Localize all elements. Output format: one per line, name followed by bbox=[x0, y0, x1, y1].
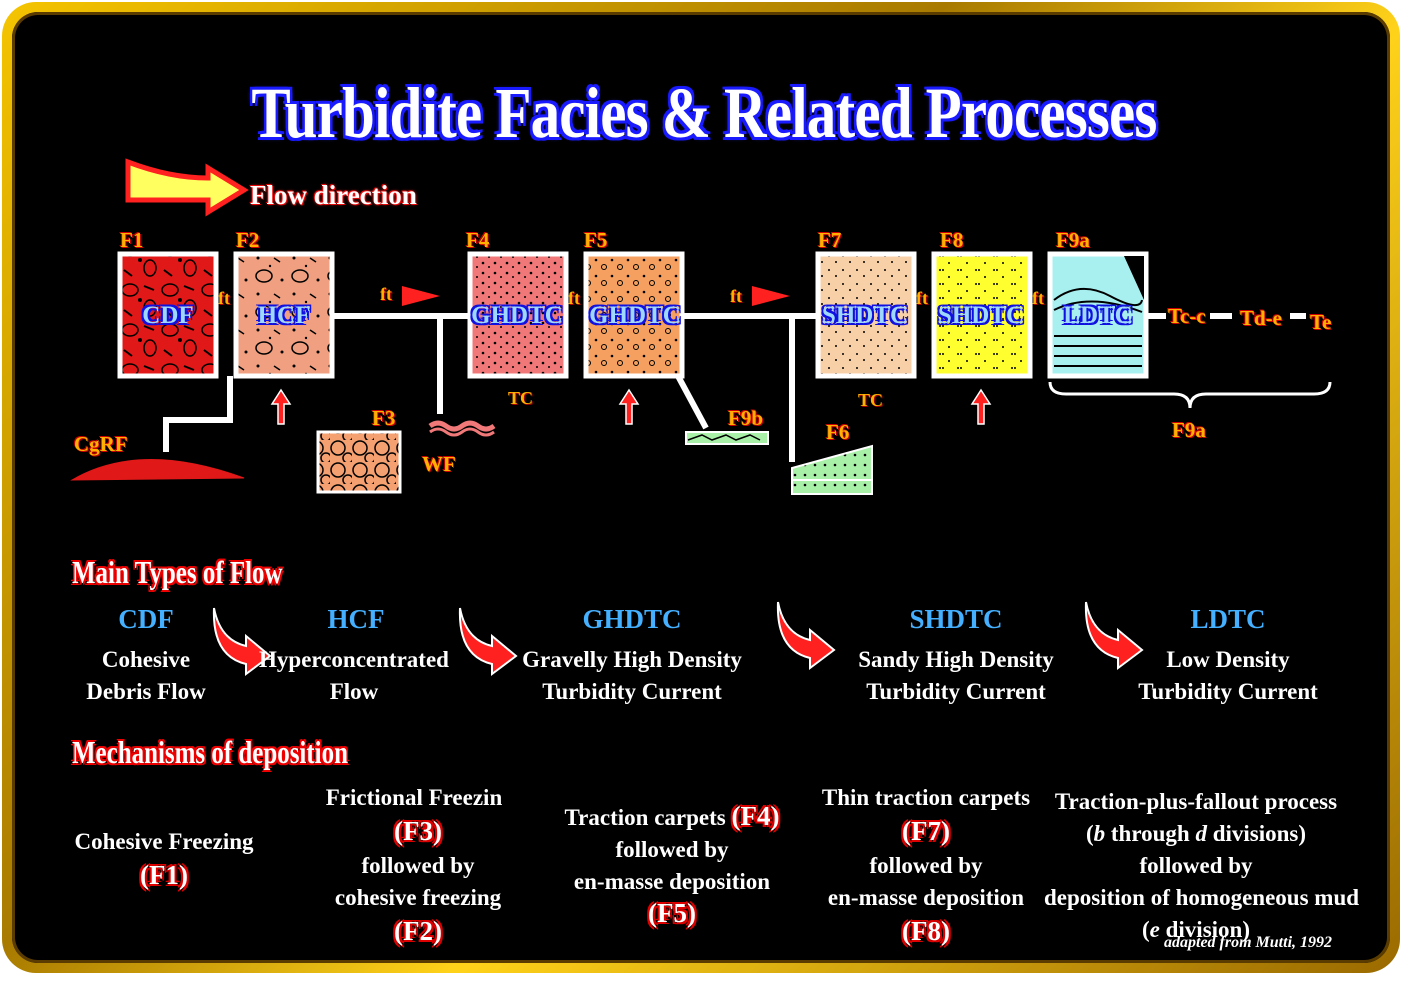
f9a-bracket-label: F9a bbox=[1172, 418, 1206, 442]
black-panel bbox=[12, 12, 1390, 963]
flow-type-abbr: HCF bbox=[327, 604, 385, 634]
mechanism-text: followed by bbox=[615, 837, 729, 862]
flow-type-desc: Debris Flow bbox=[86, 679, 206, 704]
facies-ref: (F8) bbox=[902, 916, 950, 946]
flow-type-abbr: LDTC bbox=[1190, 604, 1266, 634]
tc-label: TC bbox=[858, 390, 884, 410]
mechanism-text: (b through d divisions) bbox=[1085, 821, 1307, 846]
flow-direction-arrow bbox=[125, 158, 249, 217]
facies-code: F9a bbox=[1056, 228, 1090, 252]
f6-deposit bbox=[791, 444, 873, 495]
tde-label: Td-e bbox=[1240, 306, 1282, 330]
facies-ref: (F2) bbox=[394, 916, 442, 946]
section-flow-types: Main Types of Flow bbox=[72, 554, 283, 590]
flow-type-abbr: CDF bbox=[118, 604, 174, 634]
facies-code: F7 bbox=[818, 228, 842, 252]
box-f2 bbox=[233, 251, 335, 379]
box-f3 bbox=[316, 430, 402, 494]
flow-type-desc: Low Density bbox=[1166, 647, 1290, 672]
up-arrow-icon bbox=[970, 388, 992, 425]
box-label-ghdtc: GHDTC bbox=[471, 302, 563, 329]
tcc-label: Tc-c bbox=[1168, 304, 1206, 328]
mechanism-text: Frictional Freezin bbox=[325, 785, 503, 810]
facies-ref: (F3) bbox=[394, 816, 442, 846]
ft-label: ft bbox=[380, 284, 392, 304]
ft-label: ft bbox=[1032, 288, 1044, 308]
mechanism-text: en-masse deposition bbox=[827, 885, 1025, 910]
flow-type-desc: Hyperconcentrated bbox=[259, 647, 449, 672]
box-f9a bbox=[1047, 251, 1149, 379]
flow-type-desc: Gravelly High Density bbox=[522, 647, 742, 672]
f3-label: F3 bbox=[372, 406, 396, 430]
f6-label: F6 bbox=[826, 420, 850, 444]
flow-direction-label: Flow direction bbox=[250, 180, 417, 210]
mechanism-text: Traction-plus-fallout process bbox=[1054, 789, 1338, 814]
credit-text: adapted from Mutti, 1992 bbox=[1164, 934, 1333, 951]
box-f1 bbox=[117, 251, 219, 379]
box-label-cdf: CDF bbox=[142, 302, 194, 329]
facies-code: F8 bbox=[940, 228, 964, 252]
box-f4 bbox=[467, 251, 569, 379]
box-label-hcf: HCF bbox=[257, 302, 311, 329]
mechanism-text: Traction carpets (F4) bbox=[564, 801, 780, 831]
cgrf-label: CgRF bbox=[74, 432, 128, 456]
mechanism-text: Thin traction carpets bbox=[821, 785, 1031, 810]
cgrf-deposit bbox=[70, 459, 245, 481]
ft-arrow-1 bbox=[402, 286, 440, 306]
ft-label: ft bbox=[568, 288, 580, 308]
box-f8 bbox=[931, 251, 1033, 379]
facies-ref: (F4) bbox=[731, 801, 780, 831]
ft-label: ft bbox=[730, 286, 742, 306]
up-arrow-icon bbox=[270, 388, 292, 425]
box-label-shdtc: SHDTC bbox=[821, 302, 909, 329]
flow-type-desc: Sandy High Density bbox=[858, 647, 1054, 672]
f9b-deposit bbox=[685, 431, 769, 445]
page-title: Turbidite Facies & Related Processes bbox=[251, 73, 1157, 153]
facies-code: F4 bbox=[466, 228, 490, 252]
mechanism-text: (e division) bbox=[1141, 917, 1250, 942]
flow-type-abbr: SHDTC bbox=[909, 604, 1003, 634]
mechanism-text: followed by bbox=[1139, 853, 1253, 878]
mechanism-text: en-masse deposition bbox=[573, 869, 771, 894]
f9b-label: F9b bbox=[728, 406, 764, 430]
tc-label: TC bbox=[508, 388, 534, 408]
facies-ref: (F5) bbox=[648, 898, 696, 928]
mechanism-text: Cohesive Freezing bbox=[74, 829, 254, 854]
mechanism-text: deposition of homogeneous mud bbox=[1044, 885, 1360, 910]
ft-label: ft bbox=[916, 288, 928, 308]
flow-type-desc: Turbidity Current bbox=[542, 679, 722, 704]
curved-arrow-icon bbox=[212, 607, 272, 676]
te-label: Te bbox=[1310, 310, 1332, 334]
up-arrow-icon bbox=[618, 388, 640, 425]
flow-type-desc: Cohesive bbox=[101, 647, 191, 672]
main-connector bbox=[163, 313, 1306, 462]
flow-type-desc: Turbidity Current bbox=[1138, 679, 1318, 704]
ft-arrow-2 bbox=[752, 286, 790, 306]
flow-type-desc: Flow bbox=[329, 679, 379, 704]
box-f5 bbox=[583, 251, 685, 379]
facies-code: F1 bbox=[120, 228, 144, 252]
facies-code: F2 bbox=[236, 228, 260, 252]
curved-arrow-icon bbox=[458, 607, 518, 676]
flow-type-abbr: GHDTC bbox=[582, 604, 682, 634]
curved-arrow-icon bbox=[1084, 601, 1144, 670]
section-mechanisms: Mechanisms of deposition bbox=[72, 734, 348, 770]
mechanism-text: followed by bbox=[869, 853, 983, 878]
box-f7 bbox=[815, 251, 917, 379]
ft-label: ft bbox=[218, 288, 230, 308]
wf-deposit bbox=[428, 420, 496, 437]
mechanism-text: followed by bbox=[361, 853, 475, 878]
curved-arrow-icon bbox=[776, 601, 836, 670]
facies-ref: (F1) bbox=[140, 860, 188, 890]
facies-code: F5 bbox=[584, 228, 608, 252]
facies-ref: (F7) bbox=[902, 816, 950, 846]
box-label-ghdtc: GHDTC bbox=[589, 302, 681, 329]
box-label-ldtc: LDTC bbox=[1063, 302, 1133, 329]
mechanism-text: cohesive freezing bbox=[334, 885, 502, 910]
wf-label: WF bbox=[422, 452, 456, 476]
flow-type-desc: Turbidity Current bbox=[866, 679, 1046, 704]
f9a-bracket bbox=[1048, 381, 1332, 409]
box-label-shdtc: SHDTC bbox=[937, 302, 1025, 329]
